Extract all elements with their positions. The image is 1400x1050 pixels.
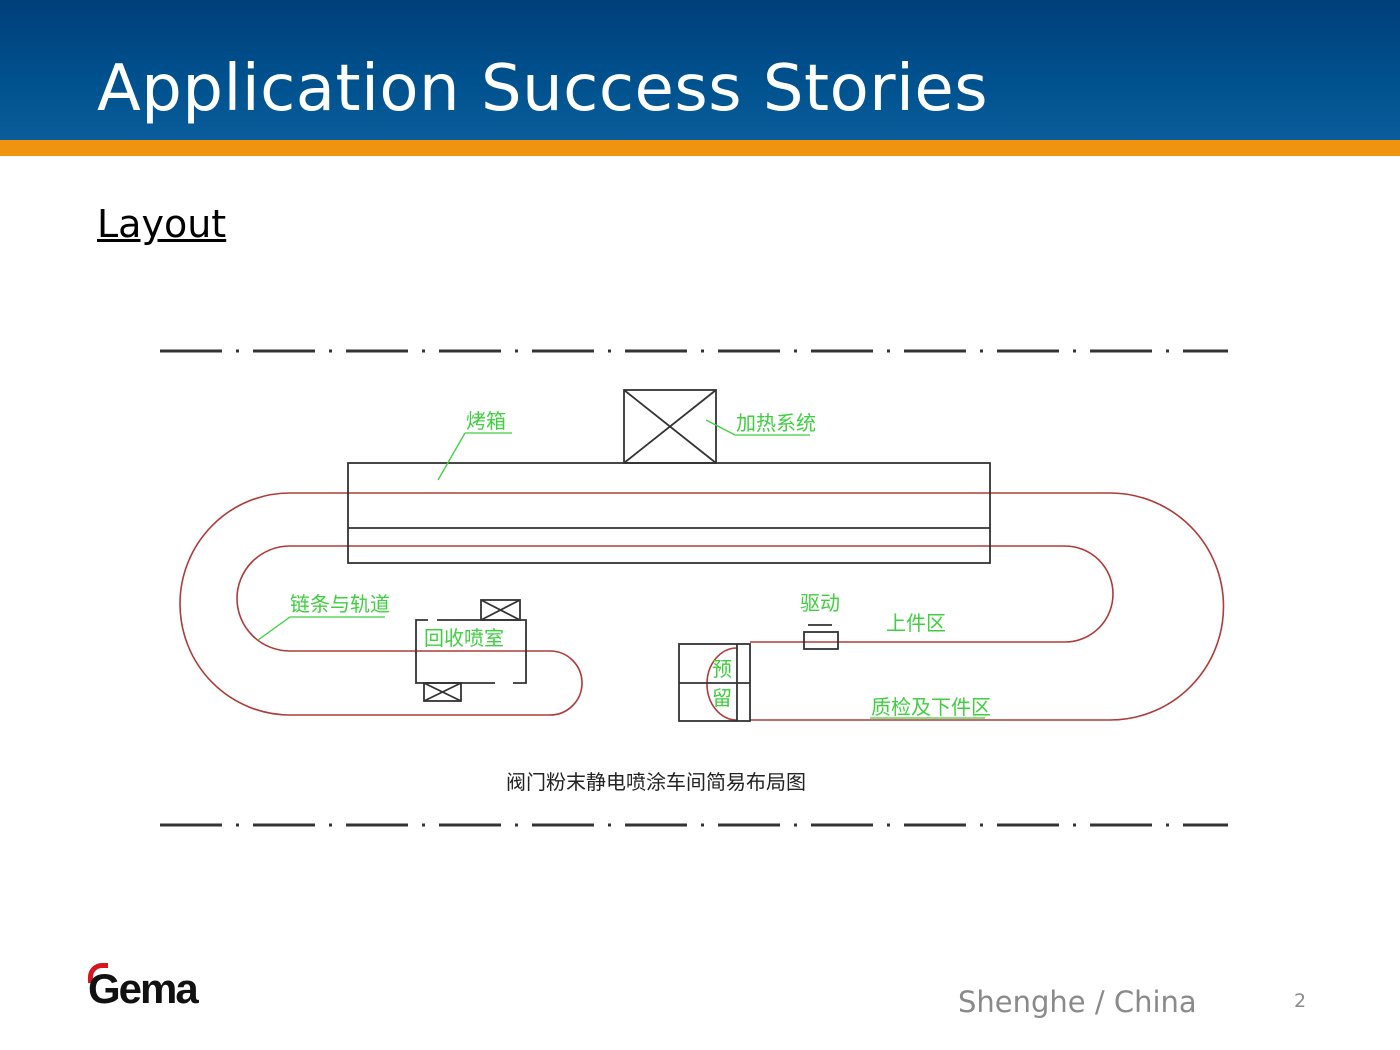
track-outer-right <box>290 492 1225 721</box>
diagram-caption: 阀门粉末静电喷涂车间简易布局图 <box>506 770 806 794</box>
label-cabin-bottom: 留 <box>712 686 732 710</box>
track-left <box>179 492 583 716</box>
drive-unit <box>803 631 839 650</box>
footer-location: Shenghe / China <box>958 985 1197 1019</box>
structures <box>347 389 991 722</box>
gema-logo: Gema <box>88 965 199 1012</box>
leader-lines <box>257 419 985 719</box>
header-accent-bar <box>0 140 1400 156</box>
label-loading-area: 上件区 <box>886 611 946 635</box>
heating-unit <box>623 389 717 464</box>
border-dashed-lines <box>160 349 1228 827</box>
page-title: Application Success Stories <box>97 52 989 126</box>
track-inner-right <box>290 545 1114 643</box>
header-banner <box>0 0 1400 140</box>
label-inspection-unloading: 质检及下件区 <box>871 695 991 719</box>
label-chain-track: 链条与轨道 <box>290 592 390 616</box>
label-heating-system: 加热系统 <box>736 411 816 435</box>
oven-box <box>347 462 991 564</box>
label-drive: 驱动 <box>800 591 840 615</box>
conveyor-track <box>179 492 1225 721</box>
page-number: 2 <box>1294 990 1307 1012</box>
label-oven: 烤箱 <box>466 409 506 433</box>
label-recovery-booth: 回收喷室 <box>424 626 504 650</box>
cabin-arc <box>706 647 738 721</box>
gema-logo-mark <box>88 963 108 983</box>
section-title: Layout <box>97 202 227 246</box>
label-cabin-top: 预 <box>712 657 732 681</box>
